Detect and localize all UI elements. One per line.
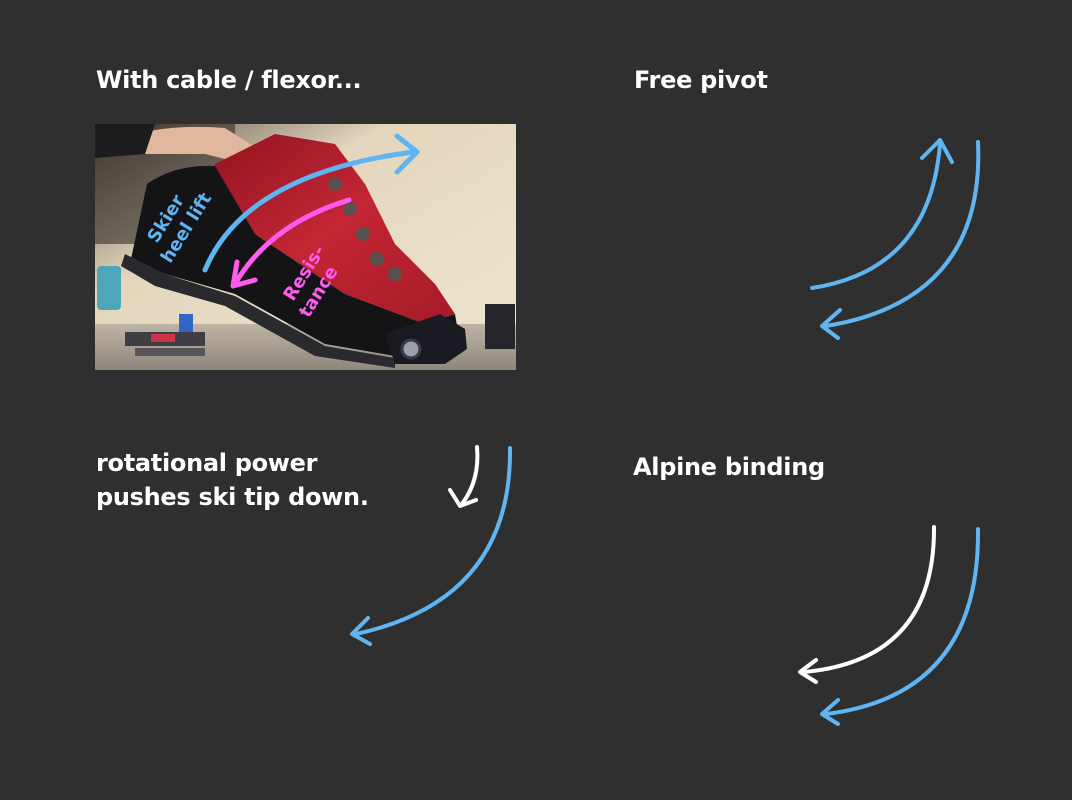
binding-pin [400,338,422,360]
boot-illustration: Skier heel lift Resis- tance [95,124,516,370]
boot-photo: Skier heel lift Resis- tance [95,124,516,370]
alpine-curved-arrow-white-icon [798,525,937,684]
rotational-power-label: rotational power pushes ski tip down. [96,446,369,514]
curved-arrow-down-blue-icon [350,446,513,646]
rotational-power-line2: pushes ski tip down. [96,483,369,511]
curved-arrow-up-icon [810,138,954,290]
tape-roll [97,266,121,310]
boot-rand [131,165,460,356]
red-item [151,334,175,342]
heel-lift-arrow [202,149,416,273]
cable-flexor-label: With cable / flexor... [96,66,362,94]
boot-sole [121,254,395,368]
binding-toe [485,304,515,349]
resistance-arrow [232,197,352,287]
hand [135,126,263,164]
blue-cap [179,314,193,332]
alpine-binding-label: Alpine binding [633,453,825,481]
heel-lift-arrowhead [394,133,420,175]
curved-arrow-down-white-icon [448,445,480,508]
resistance-arrowhead [230,259,258,289]
tool-stick [135,348,205,356]
sleeve [95,124,155,158]
curved-arrow-down-icon [820,140,981,340]
alpine-curved-arrow-blue-icon [820,527,981,726]
free-pivot-label: Free pivot [634,66,768,94]
rotational-power-line1: rotational power [96,449,318,477]
boot-laces [328,177,402,281]
